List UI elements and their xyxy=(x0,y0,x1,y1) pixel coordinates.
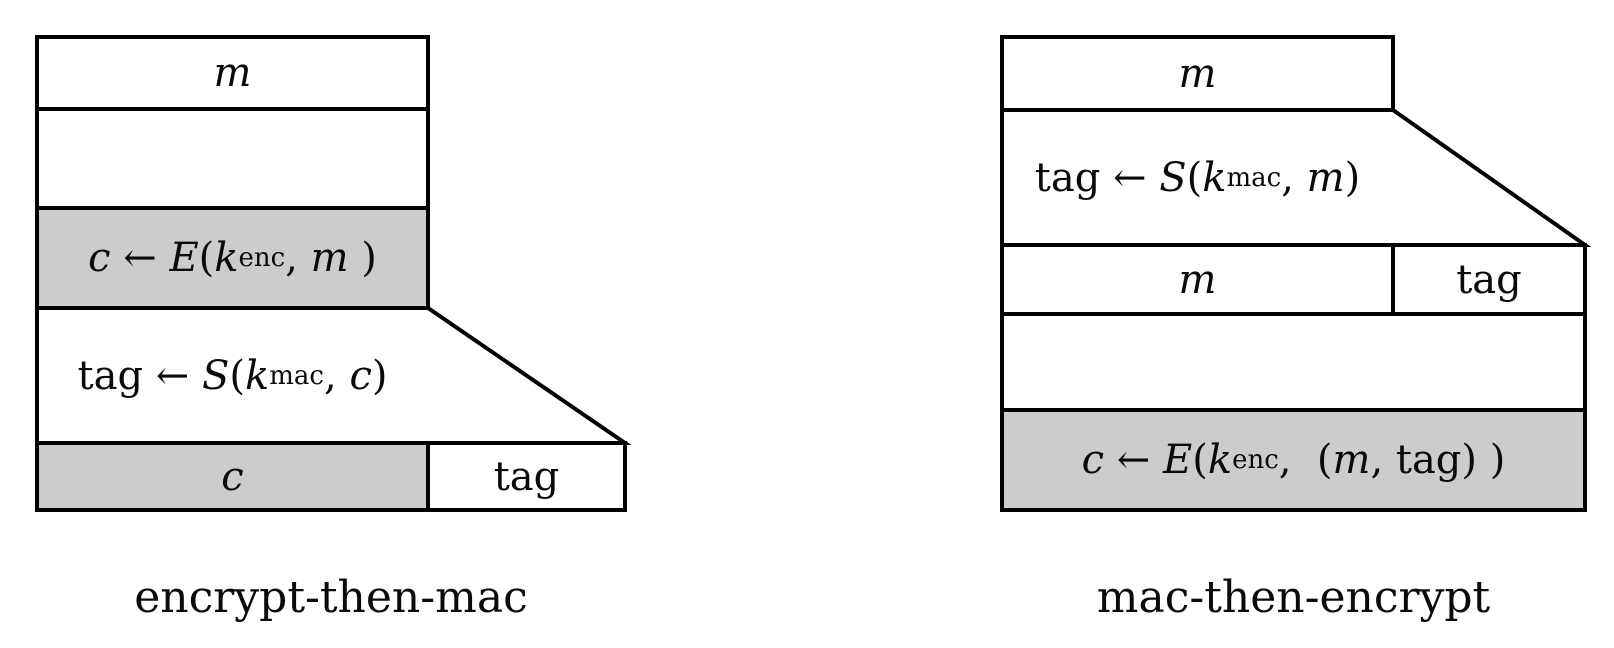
mte-mac-region xyxy=(1000,108,1592,247)
mte-middle-message-box xyxy=(1000,243,1395,316)
mte-message-box xyxy=(1000,35,1395,112)
etm-mac-region xyxy=(35,306,632,445)
etm-encrypt-box xyxy=(35,206,430,310)
mte-encrypt-box xyxy=(1000,408,1587,512)
mte-middle-tag-box xyxy=(1391,243,1587,316)
etm-spacer-region xyxy=(35,107,430,210)
etm-message-box xyxy=(35,35,430,111)
mte-spacer-region xyxy=(1000,312,1587,412)
etm-output-tag-box xyxy=(426,441,627,512)
etm-output-ciphertext-box xyxy=(35,441,430,512)
